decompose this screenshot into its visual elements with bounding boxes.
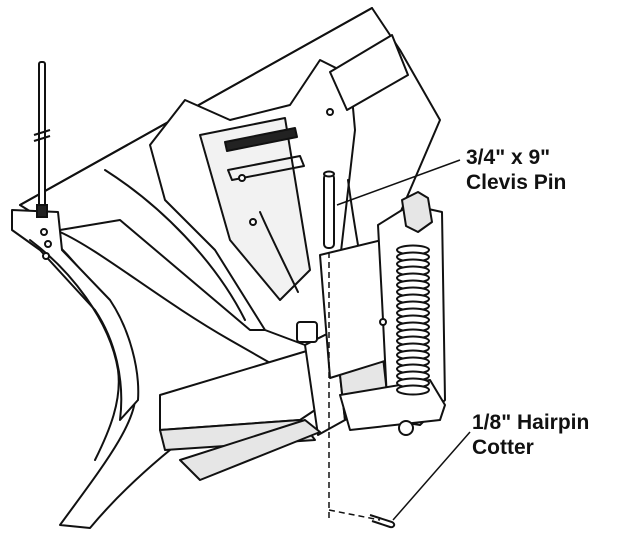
hairpin-cotter-size: 1/8" Hairpin — [472, 411, 590, 434]
lift-spring — [396, 244, 430, 396]
bolt-head — [249, 218, 257, 226]
hairpin-cotter-leader — [392, 431, 471, 521]
hairpin-cotter — [369, 514, 396, 529]
spring-coil — [396, 384, 430, 396]
blade-rib-curve — [29, 239, 120, 461]
spring-bracket-top — [401, 191, 433, 233]
blade-marker-rod — [33, 61, 51, 218]
cotter-alignment-line — [328, 509, 381, 521]
square-hole — [296, 321, 318, 343]
clevis-pin-size: 3/4" x 9" — [466, 146, 551, 169]
lower-arm — [179, 419, 321, 481]
frame-slot-lower — [227, 155, 305, 181]
foot-pin-circle — [398, 420, 414, 436]
bolt-head — [379, 318, 387, 326]
bolt-head — [238, 174, 246, 182]
blade-rib — [104, 169, 246, 321]
hairpin-cotter-name: Cotter — [472, 436, 534, 459]
blade-window — [329, 34, 409, 111]
bolt-head — [40, 228, 48, 236]
hairpin-cotter-label: 1/8" Hairpin Cotter — [472, 410, 589, 460]
clevis-pin-name: Clevis Pin — [466, 171, 567, 194]
frame-long-slot — [259, 211, 299, 293]
bolt-head — [44, 240, 52, 248]
bolt-head — [326, 108, 334, 116]
hinge-plate — [319, 239, 389, 379]
frame-slot — [224, 127, 298, 152]
clevis-pin-label: 3/4" x 9" Clevis Pin — [466, 145, 566, 195]
bolt-head — [42, 252, 50, 260]
clevis-pin-leader — [336, 159, 461, 206]
clevis-pin — [323, 170, 335, 249]
